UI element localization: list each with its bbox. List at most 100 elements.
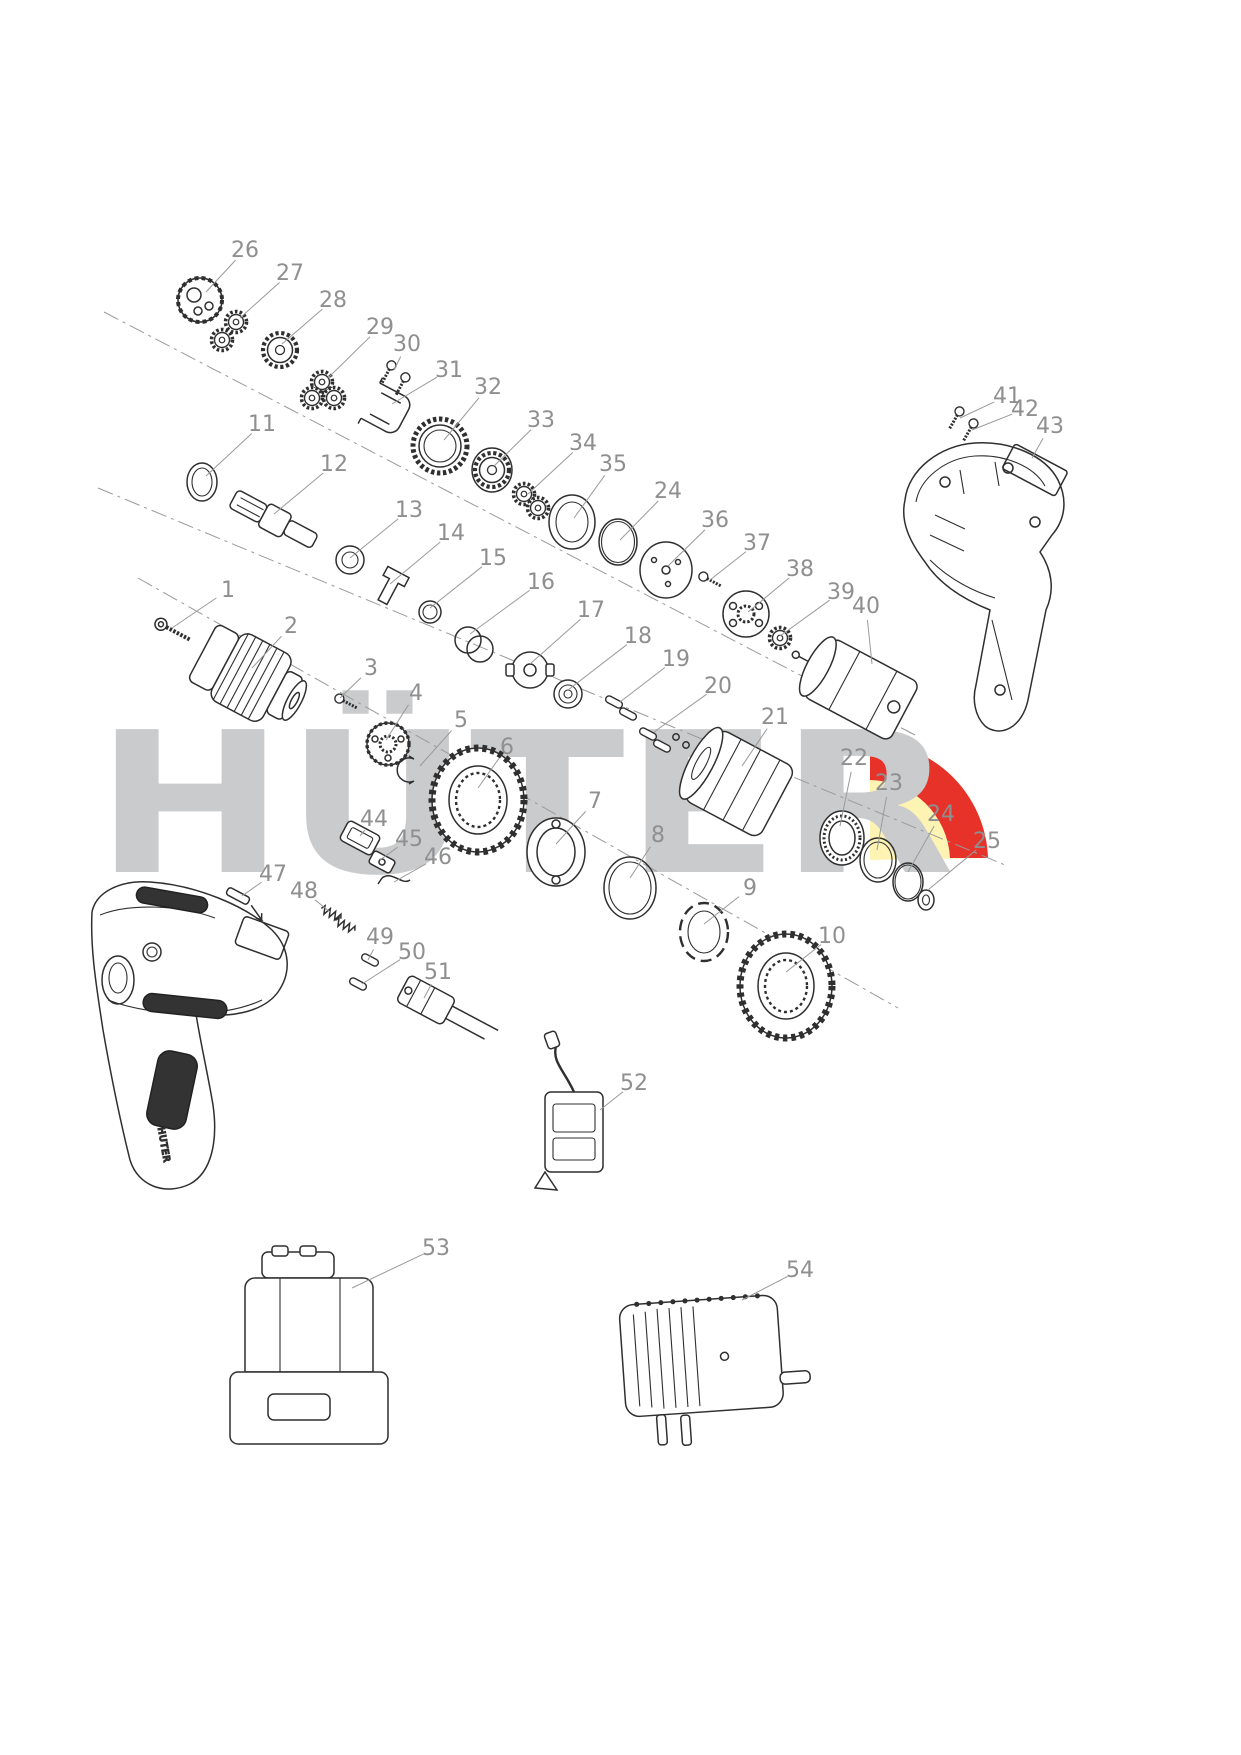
part-16-rings: [454, 626, 494, 663]
part-number-27: 27: [276, 261, 304, 286]
watermark-text: HÜTER: [95, 690, 955, 919]
part-number-54: 54: [786, 1258, 814, 1283]
part-46-wire-clip: [377, 875, 411, 885]
part-40-motor: [791, 636, 918, 740]
part-38-flange: [722, 590, 770, 638]
part-29-planet-gear: [321, 385, 347, 411]
leader-line-33: [493, 429, 532, 467]
leader-line-46: [393, 863, 427, 883]
part-number-9: 9: [743, 876, 757, 901]
part-number-50: 50: [398, 940, 426, 965]
part-7-plate: [526, 817, 586, 887]
part-number-34: 34: [569, 431, 597, 456]
leader-line-2: [251, 635, 282, 669]
leader-line-1: [171, 597, 217, 629]
part-number-26: 26: [231, 238, 259, 263]
part-number-31: 31: [435, 358, 463, 383]
part-number-43: 43: [1036, 414, 1064, 439]
part-53-battery-pack: [229, 1245, 389, 1445]
part-number-24: 24: [654, 479, 682, 504]
part-number-29: 29: [366, 315, 394, 340]
leader-line-38: [747, 577, 790, 613]
part-number-28: 28: [319, 288, 347, 313]
leader-line-9: [703, 896, 740, 925]
part-number-35: 35: [599, 452, 627, 477]
leader-line-30: [393, 356, 402, 371]
part-24-o-ring-rear: [892, 862, 924, 902]
part-number-19: 19: [662, 647, 690, 672]
leader-line-14: [389, 541, 441, 585]
part-4-flange: [365, 721, 411, 767]
part-2-chuck: [188, 624, 308, 722]
leader-line-23: [876, 796, 888, 851]
part-6-clutch-ring: [428, 744, 528, 856]
part-number-20: 20: [704, 674, 732, 699]
part-number-37: 37: [743, 531, 771, 556]
part-29-planet-gear: [299, 385, 325, 411]
leader-line-48: [314, 899, 331, 913]
part-15-ring: [418, 600, 442, 624]
part-number-2: 2: [284, 614, 298, 639]
part-number-39: 39: [827, 580, 855, 605]
part-number-23: 23: [875, 771, 903, 796]
leader-line-39: [779, 599, 830, 637]
leader-line-22: [839, 771, 852, 827]
leader-line-21: [741, 728, 768, 767]
part-number-38: 38: [786, 557, 814, 582]
part-number-30: 30: [393, 332, 421, 357]
leader-line-13: [349, 518, 399, 559]
leader-line-54: [741, 1275, 788, 1301]
part-number-45: 45: [395, 827, 423, 852]
leader-line-19: [619, 667, 666, 703]
leader-line-45: [379, 846, 398, 861]
part-36-plate: [639, 541, 693, 599]
leader-line-24: [619, 500, 659, 541]
leader-line-51: [423, 984, 432, 999]
part-number-8: 8: [651, 823, 665, 848]
leader-line-37: [709, 551, 747, 581]
part-number-24: 24: [927, 802, 955, 827]
part-54-charger: [618, 1293, 811, 1446]
part-number-40: 40: [852, 594, 880, 619]
part-31-bracket: [357, 377, 411, 434]
leader-line-42: [971, 413, 1013, 431]
leader-line-28: [281, 308, 323, 345]
part-28-gear: [263, 333, 297, 367]
part-number-21: 21: [761, 705, 789, 730]
part-5-clip: [396, 755, 415, 785]
part-1-screw: [154, 617, 192, 642]
part-27-planet-gear: [209, 327, 235, 353]
part-number-15: 15: [479, 546, 507, 571]
leader-line-32: [443, 397, 480, 441]
part-22-needle-bearing: [819, 810, 865, 866]
part-41-screw: [944, 403, 968, 433]
part-number-53: 53: [422, 1236, 450, 1261]
leader-line-53: [351, 1253, 424, 1289]
part-number-47: 47: [259, 862, 287, 887]
part-number-12: 12: [320, 452, 348, 477]
part-8-ring: [603, 856, 657, 920]
leader-line-52: [599, 1091, 624, 1111]
part-number-16: 16: [527, 570, 555, 595]
spindle-assembly: [186, 462, 935, 911]
leader-line-11: [205, 433, 253, 477]
part-number-14: 14: [437, 521, 465, 546]
part-9-spring-washer: [678, 901, 730, 963]
part-number-4: 4: [409, 681, 423, 706]
part-42-screw: [958, 415, 982, 445]
leader-line-5: [419, 730, 453, 767]
part-number-18: 18: [624, 624, 652, 649]
leader-line-43: [1031, 437, 1044, 459]
part-number-46: 46: [424, 845, 452, 870]
leader-line-6: [477, 758, 500, 789]
leader-line-31: [391, 376, 438, 405]
part-25-washer: [917, 889, 935, 911]
part-number-7: 7: [588, 789, 602, 814]
part-number-3: 3: [364, 656, 378, 681]
part-12-spindle-shaft: [229, 490, 318, 548]
leader-line-3: [339, 677, 362, 699]
part-13-washer: [335, 545, 365, 575]
part-52-trigger-switch: [533, 1030, 604, 1191]
leader-line-8: [629, 846, 651, 879]
part-number-17: 17: [577, 598, 605, 623]
